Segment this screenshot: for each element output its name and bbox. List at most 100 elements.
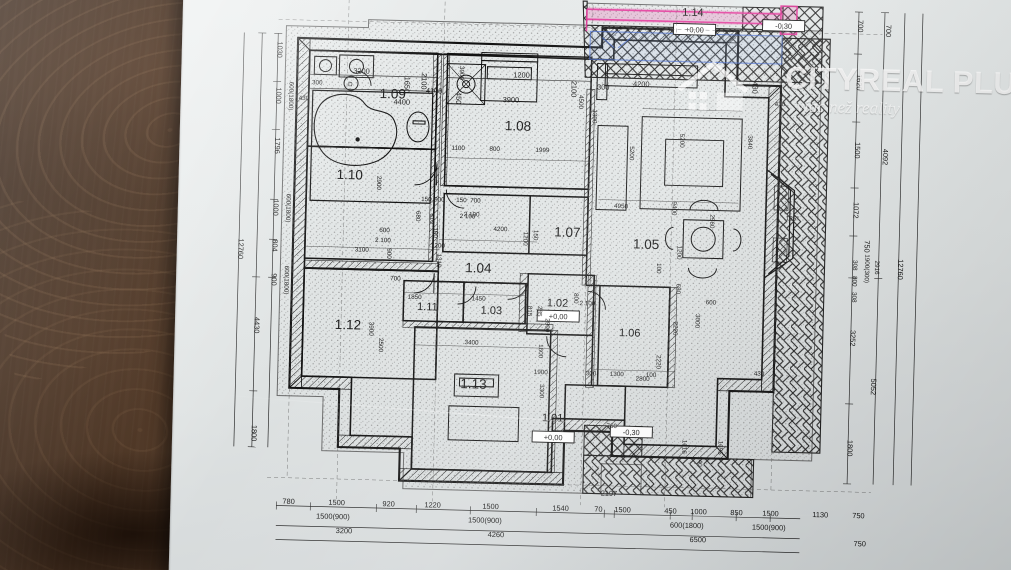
dim-bot-1500-900b: 1500(900) — [468, 515, 502, 525]
dim-top-2100: 2100 — [419, 73, 428, 90]
int-dim-1200: 1200 — [431, 242, 446, 249]
room-label-1-01: 1.01 — [542, 412, 564, 425]
paper-light-sheen — [168, 0, 1011, 570]
dim-bot-70: 70 — [594, 505, 602, 514]
dim-right-750: 750 — [862, 240, 871, 253]
wc-and-basin-fixtures — [313, 54, 430, 143]
int-dim-4500: 4500 — [577, 95, 584, 110]
int-dim-2100b: 2 100 — [375, 237, 391, 244]
room-label-1-07: 1.07 — [554, 224, 581, 240]
int-dim-1300b: 1300 — [591, 109, 598, 124]
dimension-lines-top — [308, 73, 592, 92]
int-dim-150b: 150 — [456, 197, 467, 204]
dim-left-12760: 12760 — [236, 238, 246, 259]
int-dim-700: 700 — [470, 197, 481, 204]
int-dim-430: 430 — [299, 95, 310, 102]
dimension-lines-left — [233, 32, 283, 448]
room-label-1-13: 1.13 — [460, 376, 487, 392]
shower-fixture — [446, 63, 487, 106]
dim-top-1650: 1650 — [402, 77, 411, 94]
int-dim-800: 800 — [489, 146, 500, 153]
int-dim-140: 140 — [696, 456, 703, 467]
int-dim-4950: 4950 — [614, 203, 629, 210]
int-dim-3000: 3000 — [693, 314, 700, 329]
int-dim-1999: 1999 — [535, 147, 550, 154]
int-dim-1200c: 1200 — [675, 245, 682, 260]
bathtub-fixture — [313, 93, 398, 166]
int-dim-1300: 1300 — [610, 371, 625, 378]
dim-left-1030: 1030 — [275, 41, 284, 58]
dimension-text-right: 700 1620 1500 1072 750 308 800 308 1900(… — [845, 20, 906, 457]
dim-bot-1540: 1540 — [552, 503, 569, 512]
int-dim-2560: 2560 — [708, 214, 715, 229]
dim-bot-2197: 2197 — [601, 489, 618, 498]
int-dim-815: 815 — [526, 306, 533, 317]
dim-bot-1500-900c: 1500(900) — [752, 523, 786, 533]
int-dim-2100d: 2 100 — [464, 211, 480, 218]
int-dim-100: 100 — [432, 227, 439, 238]
dimension-lines-bottom — [275, 501, 801, 554]
room-label-1-06: 1.06 — [619, 327, 641, 340]
room-label-1-12: 1.12 — [335, 317, 362, 333]
int-dim-5200b: 5200 — [628, 146, 635, 161]
floor-plan-drawing: 1.09 1.10 1.08 1.07 1.04 1.05 1.12 1.11 … — [169, 0, 1011, 570]
dim-left-600-1800-c: 600(1800) — [282, 266, 290, 295]
door-tag-symbol: D — [343, 75, 359, 91]
dim-top-4100: 4100 — [426, 86, 443, 95]
int-dim-1200b: 1200 — [521, 232, 528, 247]
dim-bot-1500-900a: 1500(900) — [316, 511, 350, 521]
pink-highlight-band — [586, 7, 783, 27]
dim-right-1072: 1072 — [851, 202, 860, 219]
dim-bot-780: 780 — [282, 497, 295, 506]
dimension-text-bottom-row1: 780 1500 920 1220 1500 1540 70 1500 450 … — [282, 497, 864, 521]
int-dim-760: 760 — [606, 423, 617, 430]
dim-right-12760: 12760 — [896, 259, 906, 280]
room-label-1-11: 1.11 — [417, 301, 438, 314]
int-dim-4200: 4200 — [493, 226, 508, 233]
dim-bot-1500c: 1500 — [614, 505, 631, 514]
dim-right-308b: 308 — [850, 292, 857, 303]
int-dim-1100: 1100 — [451, 145, 465, 152]
dim-bot-6500: 6500 — [689, 535, 706, 544]
blue-highlight-annotation — [589, 30, 783, 65]
int-dim-2220b: 2220 — [654, 355, 661, 370]
int-dim-3900: 3900 — [367, 322, 374, 337]
int-dim-680b: 680 — [674, 283, 681, 294]
dim-left-1000: 1000 — [274, 87, 283, 104]
dim-left-900: 900 — [269, 273, 278, 286]
dimension-text-bottom-row2: 1500(900) 1500(900) 600(1800) 1500(900) — [316, 511, 786, 532]
dim-top-4200: 4200 — [633, 79, 650, 88]
int-dim-2100a: 2 100 — [460, 213, 476, 220]
int-dim-150a: 150 — [421, 196, 432, 203]
room-label-1-10: 1.10 — [336, 167, 363, 183]
dim-top-2100b: 2100 — [569, 81, 578, 98]
dim-bot-920: 920 — [382, 499, 395, 508]
dim-bot-750b: 750 — [853, 539, 866, 548]
dim-right-3252: 3252 — [848, 330, 857, 347]
int-dim-1616: 1616 — [680, 440, 687, 455]
dim-top-1200: 1200 — [513, 70, 530, 79]
dining-table-and-chairs — [665, 199, 742, 279]
int-dim-1900b: 1900 — [534, 369, 549, 376]
dim-bot-850: 850 — [730, 508, 743, 517]
dimension-text-left: 1030 1000 600(1800) 1796 1000 600(1800) … — [236, 41, 295, 441]
interior-dimension-text: 300 430 1100 800 1999 150 900 150 700 61… — [299, 66, 800, 467]
dim-bot-4260: 4260 — [488, 530, 505, 539]
dim-bot-3200: 3200 — [336, 526, 353, 535]
int-dim-1450: 1450 — [472, 295, 487, 302]
int-dim-300b: 300 — [586, 370, 597, 377]
dim-bot-1000: 1000 — [690, 507, 707, 516]
dim-bot-1500b: 1500 — [482, 502, 499, 511]
dim-right-4092: 4092 — [881, 149, 890, 166]
int-dim-150c: 150 — [532, 230, 539, 241]
int-dim-3840: 3840 — [746, 135, 753, 150]
construction-lines — [267, 0, 883, 508]
int-dim-900b: 900 — [385, 248, 392, 259]
int-dim-800b: 800 — [572, 293, 579, 304]
dim-bot-600-1800: 600(1800) — [670, 520, 704, 530]
int-dim-2220: 2220 — [671, 321, 678, 336]
int-dim-100c: 100 — [646, 372, 657, 379]
int-dim-3400: 3400 — [464, 339, 479, 346]
int-dim-9400: 9400 — [670, 201, 677, 216]
